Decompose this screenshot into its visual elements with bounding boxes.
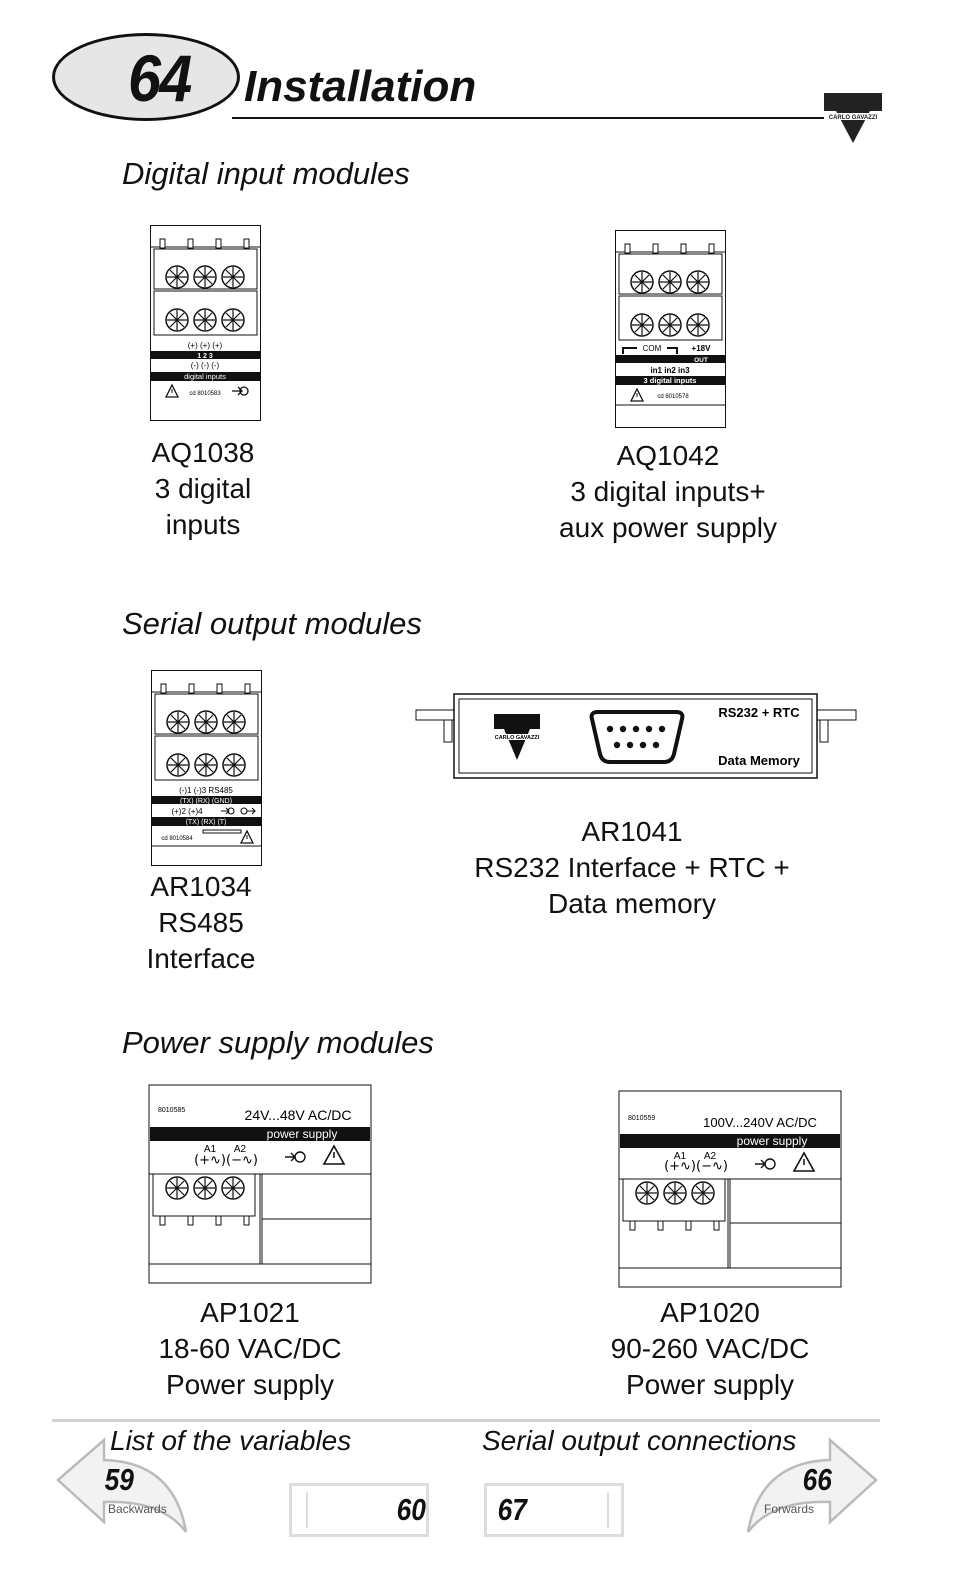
db9-connector-icon — [589, 710, 685, 764]
input-arrow-icon — [755, 1158, 776, 1170]
module-aq1038-caption: AQ1038 3 digital inputs — [120, 435, 286, 543]
section-heading-digital-input: Digital input modules — [122, 156, 410, 191]
module-ap1021-caption: AP1021 18-60 VAC/DC Power supply — [140, 1295, 360, 1403]
module-desc-line1: 3 digital — [154, 473, 252, 504]
carlo-gavazzi-logo-icon: CARLO GAVAZZI — [490, 714, 544, 760]
footer-rule — [52, 1419, 880, 1422]
warning-icon — [164, 383, 180, 398]
output-arrow-icon — [240, 807, 256, 815]
module-desc-line1: 18-60 VAC/DC — [158, 1333, 342, 1364]
ar1041-bottom-label: Data Memory — [718, 753, 800, 768]
module-code: AP1020 — [660, 1297, 760, 1328]
module-code: AQ1038 — [151, 437, 255, 468]
module-desc-line2: aux power supply — [559, 512, 777, 543]
input-arrow-icon — [232, 386, 249, 396]
module-desc-line1: RS232 Interface + RTC + — [474, 852, 790, 883]
ar1041-logo-text: CARLO GAVAZZI — [495, 735, 540, 741]
forwards-page-number: 66 — [802, 1462, 832, 1497]
warning-icon — [322, 1144, 346, 1165]
module-desc-line2: Power supply — [625, 1369, 795, 1400]
backwards-button[interactable]: 59 Backwards — [54, 1436, 194, 1536]
module-aq1038-diagram: (+) (+) (+) 1 2 3 (-) (-) (-) digital in… — [150, 225, 261, 421]
aq1038-row-minus: (-) (-) (-) — [191, 361, 220, 370]
aq1042-out-label: OUT — [694, 357, 708, 364]
module-code: AR1041 — [581, 816, 683, 847]
module-ar1041-caption: AR1041 RS232 Interface + RTC + Data memo… — [440, 814, 824, 922]
back-arrow-icon — [56, 1437, 188, 1533]
page-title: Installation — [244, 62, 477, 111]
ap1020-voltage: 100V...240V AC/DC — [703, 1115, 817, 1130]
forwards-label: Forwards — [764, 1502, 815, 1516]
ap1020-a1-label: A1 — [674, 1151, 687, 1162]
input-arrow-icon — [285, 1151, 306, 1163]
ar1034-row3: (+)2 (+)4 — [171, 807, 203, 816]
ar1034-row4: (TX) (RX) (T) — [186, 819, 227, 826]
ap1021-a1-label: A1 — [204, 1144, 217, 1155]
forwards-button[interactable]: 66 Forwards — [744, 1436, 884, 1536]
ar1034-row1: (-)1 (-)3 RS485 — [179, 786, 233, 795]
module-desc-line2: Power supply — [165, 1369, 335, 1400]
page-box-previous[interactable]: 60 — [289, 1483, 429, 1537]
module-desc-line2: inputs — [165, 509, 241, 540]
backwards-label: Backwards — [108, 1502, 167, 1516]
ar1034-cd-code: cd 8010584 — [161, 836, 193, 842]
aq1042-cd-code: cd 8010578 — [657, 394, 689, 400]
module-code: AP1021 — [200, 1297, 300, 1328]
module-ap1020-diagram: 8010559 100V...240V AC/DC power supply A… — [618, 1090, 842, 1288]
page-number: 64 — [128, 41, 192, 115]
aq1038-row-numbers: 1 2 3 — [197, 353, 213, 360]
ap1020-band-label: power supply — [737, 1134, 808, 1148]
module-aq1042-caption: AQ1042 3 digital inputs+ aux power suppl… — [540, 438, 796, 546]
ap1021-band-label: power supply — [267, 1127, 338, 1141]
module-ar1034-diagram: (-)1 (-)3 RS485 (TX) (RX) (GND) (+)2 (+)… — [151, 670, 262, 866]
aq1038-row-plus: (+) (+) (+) — [188, 341, 223, 350]
aq1042-com-label: COM — [643, 344, 662, 353]
module-ap1021-diagram: 8010585 24V...48V AC/DC power supply A1 … — [148, 1084, 372, 1284]
module-desc-line1: RS485 — [158, 907, 244, 938]
module-ar1041-diagram: CARLO GAVAZZI RS232 + RTC Data Memory — [415, 693, 857, 779]
header-rule — [232, 117, 872, 119]
backwards-page-number: 59 — [104, 1462, 134, 1497]
page-box-previous-number: 60 — [396, 1492, 426, 1527]
ap1020-terminal-symbols: (+∿)(−∿) — [664, 1159, 728, 1174]
ap1021-a2-label: A2 — [234, 1144, 247, 1155]
module-ap1020-caption: AP1020 90-260 VAC/DC Power supply — [600, 1295, 820, 1403]
ar1034-row2: (TX) (RX) (GND) — [180, 798, 232, 805]
next-topic-link[interactable]: Serial output connections — [482, 1425, 797, 1456]
module-code: AR1034 — [150, 871, 252, 902]
aq1038-cd-code: cd 8010583 — [189, 391, 221, 397]
ap1020-cd-code: 8010559 — [628, 1115, 655, 1122]
input-arrow-icon — [221, 807, 235, 815]
module-ar1034-caption: AR1034 RS485 Interface — [118, 869, 284, 977]
brand-logo-icon: CARLO GAVAZZI — [824, 93, 882, 143]
aq1042-band-label: 3 digital inputs — [644, 376, 697, 385]
page-box-bar — [306, 1492, 308, 1528]
aq1042-input-labels: in1 in2 in3 — [650, 366, 690, 375]
ap1021-cd-code: 8010585 — [158, 1107, 185, 1114]
warning-icon — [629, 387, 645, 402]
warning-icon — [792, 1151, 816, 1172]
page-number-oval — [52, 33, 240, 121]
aq1042-voltage-label: +18V — [692, 344, 712, 353]
warning-icon — [239, 829, 255, 844]
module-desc-line1: 90-260 VAC/DC — [610, 1333, 810, 1364]
prev-topic-link[interactable]: List of the variables — [110, 1425, 352, 1456]
module-aq1042-diagram: COM +18V OUT in1 in2 in3 3 digital input… — [615, 230, 726, 428]
forward-arrow-icon — [746, 1437, 878, 1533]
page-box-next-number: 67 — [497, 1492, 527, 1527]
section-heading-serial-output: Serial output modules — [122, 606, 422, 641]
section-heading-power-supply: Power supply modules — [122, 1025, 434, 1060]
page-box-bar — [607, 1492, 609, 1528]
brand-logo-text: CARLO GAVAZZI — [829, 115, 878, 121]
module-desc-line1: 3 digital inputs+ — [570, 476, 766, 507]
ar1041-top-label: RS232 + RTC — [718, 705, 800, 720]
aq1038-band-label: digital inputs — [184, 372, 226, 381]
ap1021-terminal-symbols: (+∿)(−∿) — [194, 1153, 258, 1168]
module-code: AQ1042 — [616, 440, 720, 471]
module-desc-line2: Data memory — [547, 888, 717, 919]
module-desc-line2: Interface — [146, 943, 256, 974]
ap1020-a2-label: A2 — [704, 1151, 717, 1162]
ap1021-voltage: 24V...48V AC/DC — [245, 1107, 352, 1123]
page-box-next[interactable]: 67 — [484, 1483, 624, 1537]
